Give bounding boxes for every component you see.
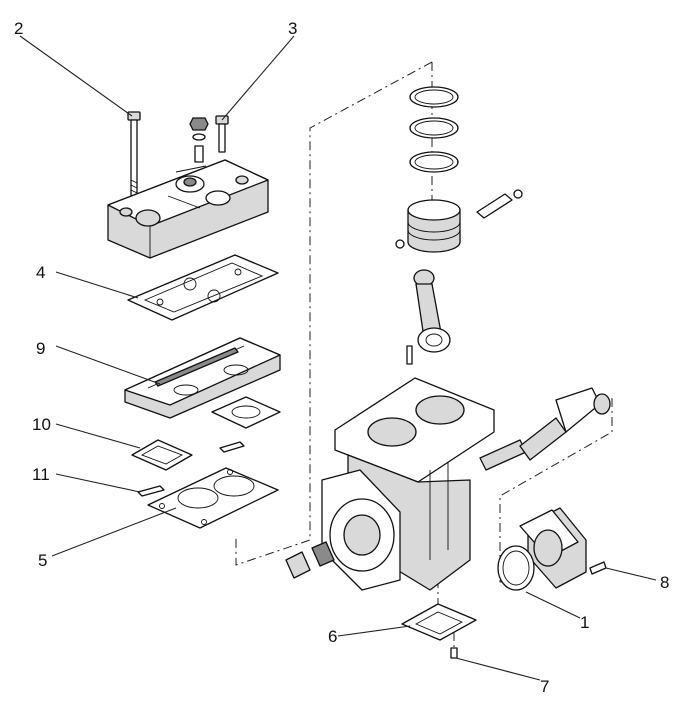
crankshaft bbox=[479, 387, 611, 471]
callout-10: 10 bbox=[32, 415, 51, 434]
callout-1: 1 bbox=[580, 613, 589, 632]
callout-11: 11 bbox=[32, 465, 50, 484]
callout-labels: 2 3 4 9 10 11 5 6 7 1 8 bbox=[14, 19, 669, 696]
cylinder-head bbox=[107, 159, 269, 259]
part-6-base-plate bbox=[401, 603, 477, 641]
callout-5: 5 bbox=[38, 551, 47, 570]
callout-2: 2 bbox=[14, 19, 23, 38]
valve-plate-small-gasket bbox=[211, 396, 281, 429]
callout-7: 7 bbox=[540, 677, 549, 696]
callout-3: 3 bbox=[288, 19, 297, 38]
part-10-gasket bbox=[131, 439, 193, 471]
part-5-lower-gasket bbox=[147, 467, 279, 529]
piston-rings bbox=[409, 86, 459, 173]
callout-8: 8 bbox=[660, 573, 669, 592]
part-3-fasteners bbox=[189, 115, 229, 163]
part-2-head-bolt bbox=[127, 111, 141, 199]
leader-lines bbox=[19, 35, 657, 681]
part-8-cover-screw bbox=[589, 561, 607, 575]
callout-9: 9 bbox=[36, 339, 45, 358]
part-11-clip bbox=[137, 441, 245, 497]
connecting-rod bbox=[406, 269, 451, 365]
part-7-screw bbox=[450, 647, 458, 659]
compressor-crankcase bbox=[321, 377, 495, 591]
callout-4: 4 bbox=[36, 263, 45, 282]
part-9-valve-plate bbox=[124, 337, 281, 419]
callout-6: 6 bbox=[328, 627, 337, 646]
piston bbox=[395, 189, 523, 253]
drive-fittings bbox=[285, 541, 335, 579]
part-1-end-cover bbox=[497, 507, 587, 591]
part-4-head-gasket bbox=[127, 254, 279, 321]
